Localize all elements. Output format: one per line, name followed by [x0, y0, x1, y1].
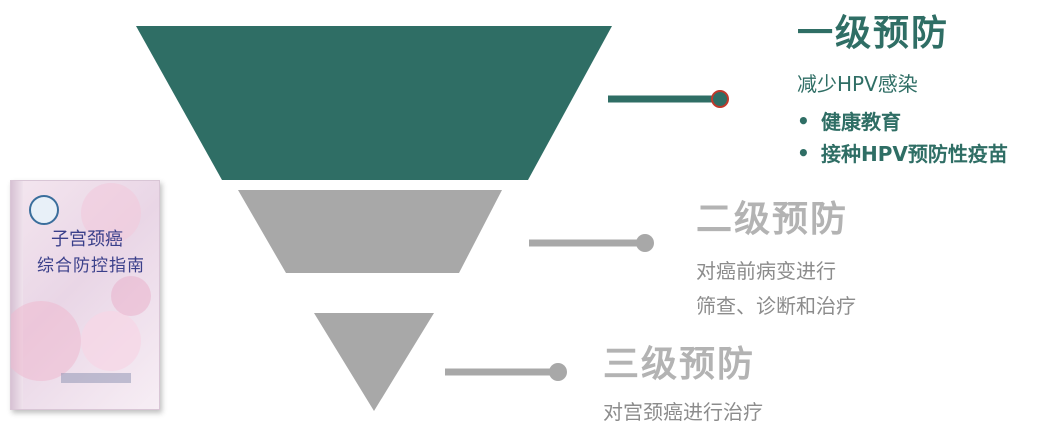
level-2-title: 二级预防 [696, 199, 849, 240]
level-1-subtitle: 减少HPV感染 [797, 72, 918, 96]
bullet-text: 健康教育 [821, 110, 901, 134]
level-2-line: 筛查、诊断和治疗 [696, 294, 856, 318]
connector-dot-2 [636, 234, 654, 252]
connector-dot-1 [711, 90, 729, 108]
connector-dot-3 [549, 363, 567, 381]
cover-decoration [11, 301, 81, 381]
level-1-title: 一级预防 [797, 13, 950, 54]
book-title-line-2: 综合防控指南 [37, 256, 145, 276]
book-title-line-1: 子宫颈癌 [51, 229, 123, 250]
cover-decoration [81, 183, 141, 243]
guideline-book-cover: 子宫颈癌 综合防控指南 [10, 180, 160, 410]
emblem-icon [29, 195, 59, 225]
bullet-dot: • [797, 108, 810, 133]
funnel-level-3 [314, 313, 434, 411]
cover-decoration [81, 311, 141, 371]
cover-decoration [111, 276, 151, 316]
funnel-level-1 [136, 26, 612, 180]
publisher-logo [61, 373, 131, 383]
level-1-bullet: • 健康教育 [797, 106, 901, 135]
bullet-text: 接种HPV预防性疫苗 [821, 142, 1008, 166]
level-3-title: 三级预防 [603, 344, 756, 385]
level-2-line: 对癌前病变进行 [696, 259, 836, 283]
funnel-level-2 [238, 190, 502, 273]
level-3-line: 对宫颈癌进行治疗 [603, 400, 763, 424]
level-1-bullet: • 接种HPV预防性疫苗 [797, 138, 1008, 167]
bullet-dot: • [797, 140, 810, 165]
